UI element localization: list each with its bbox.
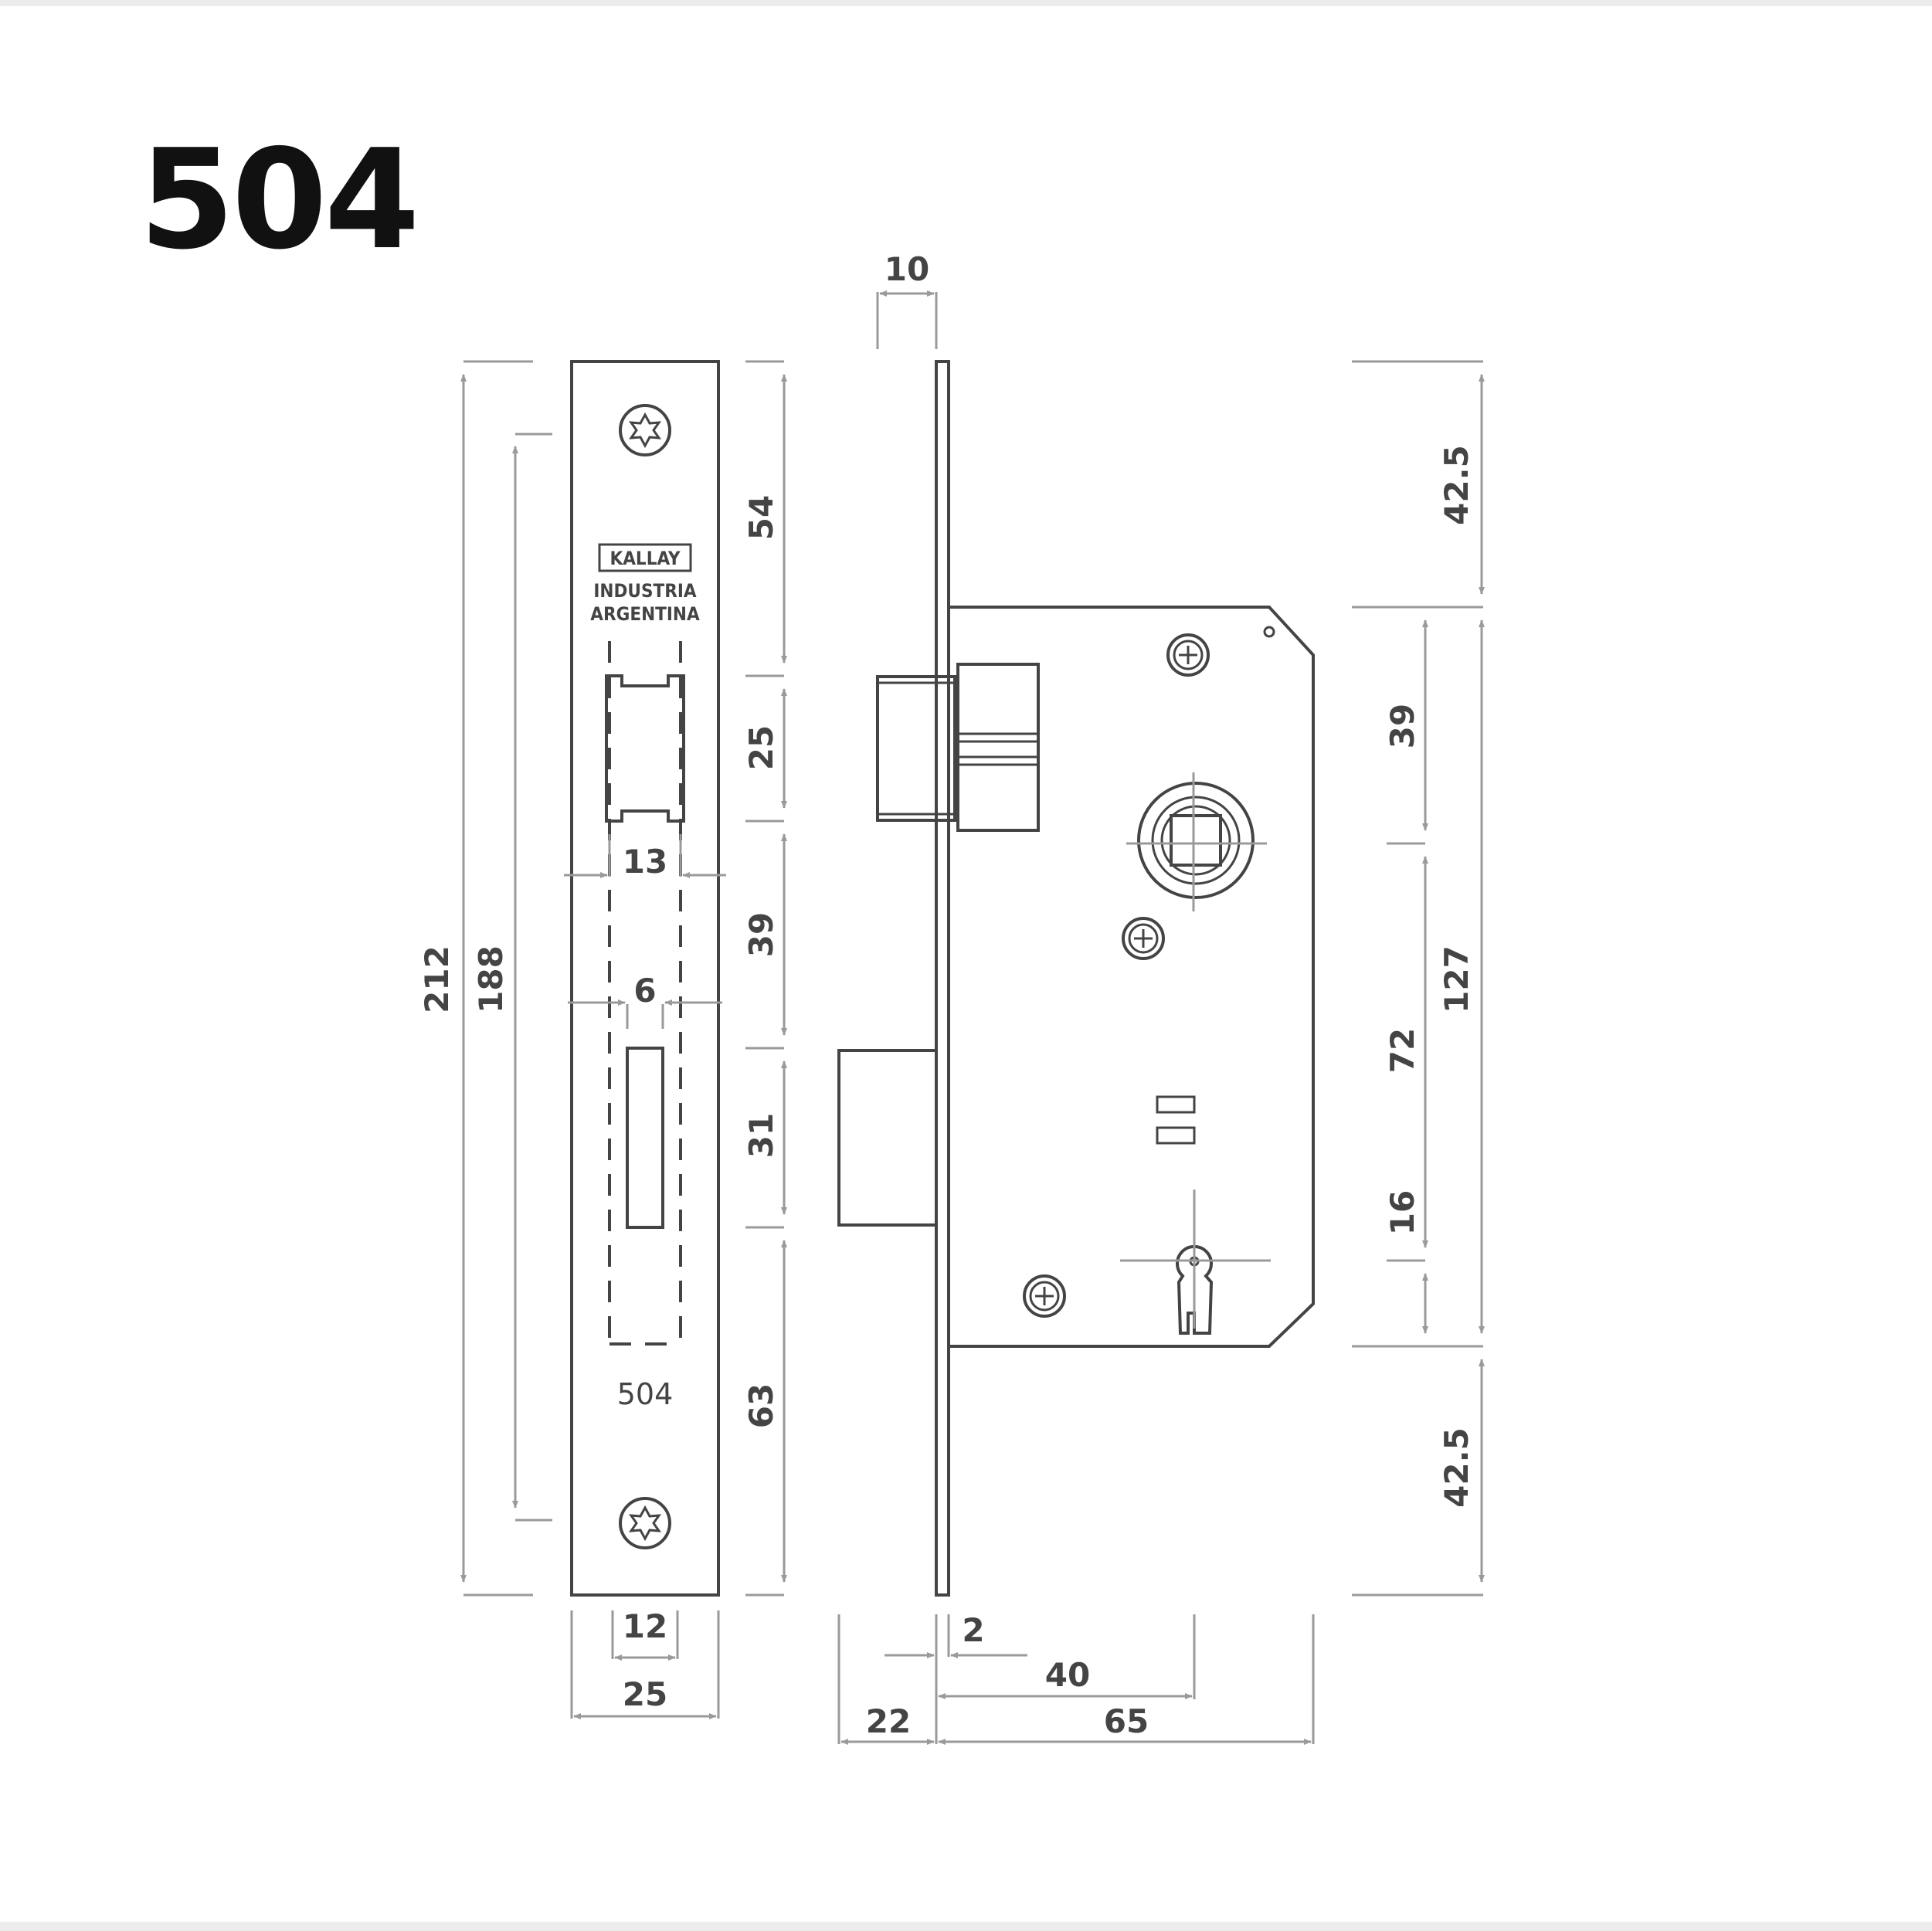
case-screw-middle-icon <box>1122 917 1165 960</box>
dim-plate-width: 25 <box>623 1675 667 1713</box>
dim-key-to-bottom: 16 <box>1384 1190 1421 1235</box>
faceplate-outline <box>570 360 720 1597</box>
dim-inner-width: 12 <box>623 1607 667 1645</box>
case-rivet <box>1263 626 1275 638</box>
dim-latch-height: 25 <box>742 725 780 770</box>
faceplate-model-label: 504 <box>617 1377 674 1411</box>
case-slot-upper <box>1156 1095 1196 1114</box>
case-screw-bottom-icon <box>1023 1274 1066 1318</box>
dim-case-height: 127 <box>1438 945 1475 1013</box>
dim-follower-to-key: 72 <box>1384 1028 1421 1073</box>
dim-latch-to-bolt: 39 <box>742 912 780 957</box>
follower-hub-icon <box>1126 772 1267 911</box>
dim-bolt-height: 31 <box>742 1113 780 1158</box>
latch-tongue <box>876 675 956 822</box>
case-screw-top-icon <box>1166 633 1210 677</box>
dim-bolt-throw: 22 <box>866 1702 911 1740</box>
front-dimension-lines <box>460 360 787 1719</box>
case-slot-lower <box>1156 1126 1196 1145</box>
dim-plate-bottom: 63 <box>742 1383 780 1428</box>
dim-case-depth: 65 <box>1104 1702 1149 1740</box>
brand-line-industria: INDUSTRIA <box>593 580 696 602</box>
dim-plate-offset: 2 <box>962 1611 984 1649</box>
dim-top-margin: 42.5 <box>1438 445 1475 525</box>
keyhole-icon <box>1120 1189 1271 1335</box>
top-screw-icon <box>619 404 671 456</box>
dim-screw-spacing: 188 <box>472 945 510 1013</box>
latch-body <box>956 663 1040 832</box>
dim-bolt-width: 6 <box>633 972 656 1010</box>
top-border-band <box>0 0 1932 6</box>
dim-plate-thickness: 10 <box>885 250 929 288</box>
lock-side-view <box>837 360 1315 1597</box>
dim-bottom-margin: 42.5 <box>1438 1427 1475 1508</box>
model-title: 504 <box>139 120 420 280</box>
faceplate-edge <box>935 360 950 1597</box>
latch-dashed-case <box>608 641 682 1346</box>
bottom-border-band <box>0 1922 1932 1931</box>
side-dimension-lines <box>837 290 1485 1745</box>
faceplate-front-view <box>570 360 720 1597</box>
brand-logo-box <box>598 543 692 572</box>
dim-case-upper: 39 <box>1384 704 1421 748</box>
dim-backset: 40 <box>1045 1656 1090 1694</box>
dim-latch-width: 13 <box>623 843 667 881</box>
dim-plate-top: 54 <box>742 495 780 540</box>
latch-opening <box>605 674 685 823</box>
brand-logo-text: KALLAY <box>609 548 680 569</box>
dim-overall-height: 212 <box>418 945 456 1013</box>
bottom-screw-icon <box>619 1497 671 1549</box>
deadbolt <box>837 1049 938 1227</box>
lock-case-outline <box>949 606 1315 1348</box>
brand-line-argentina: ARGENTINA <box>590 603 700 625</box>
bolt-slot <box>626 1047 664 1229</box>
